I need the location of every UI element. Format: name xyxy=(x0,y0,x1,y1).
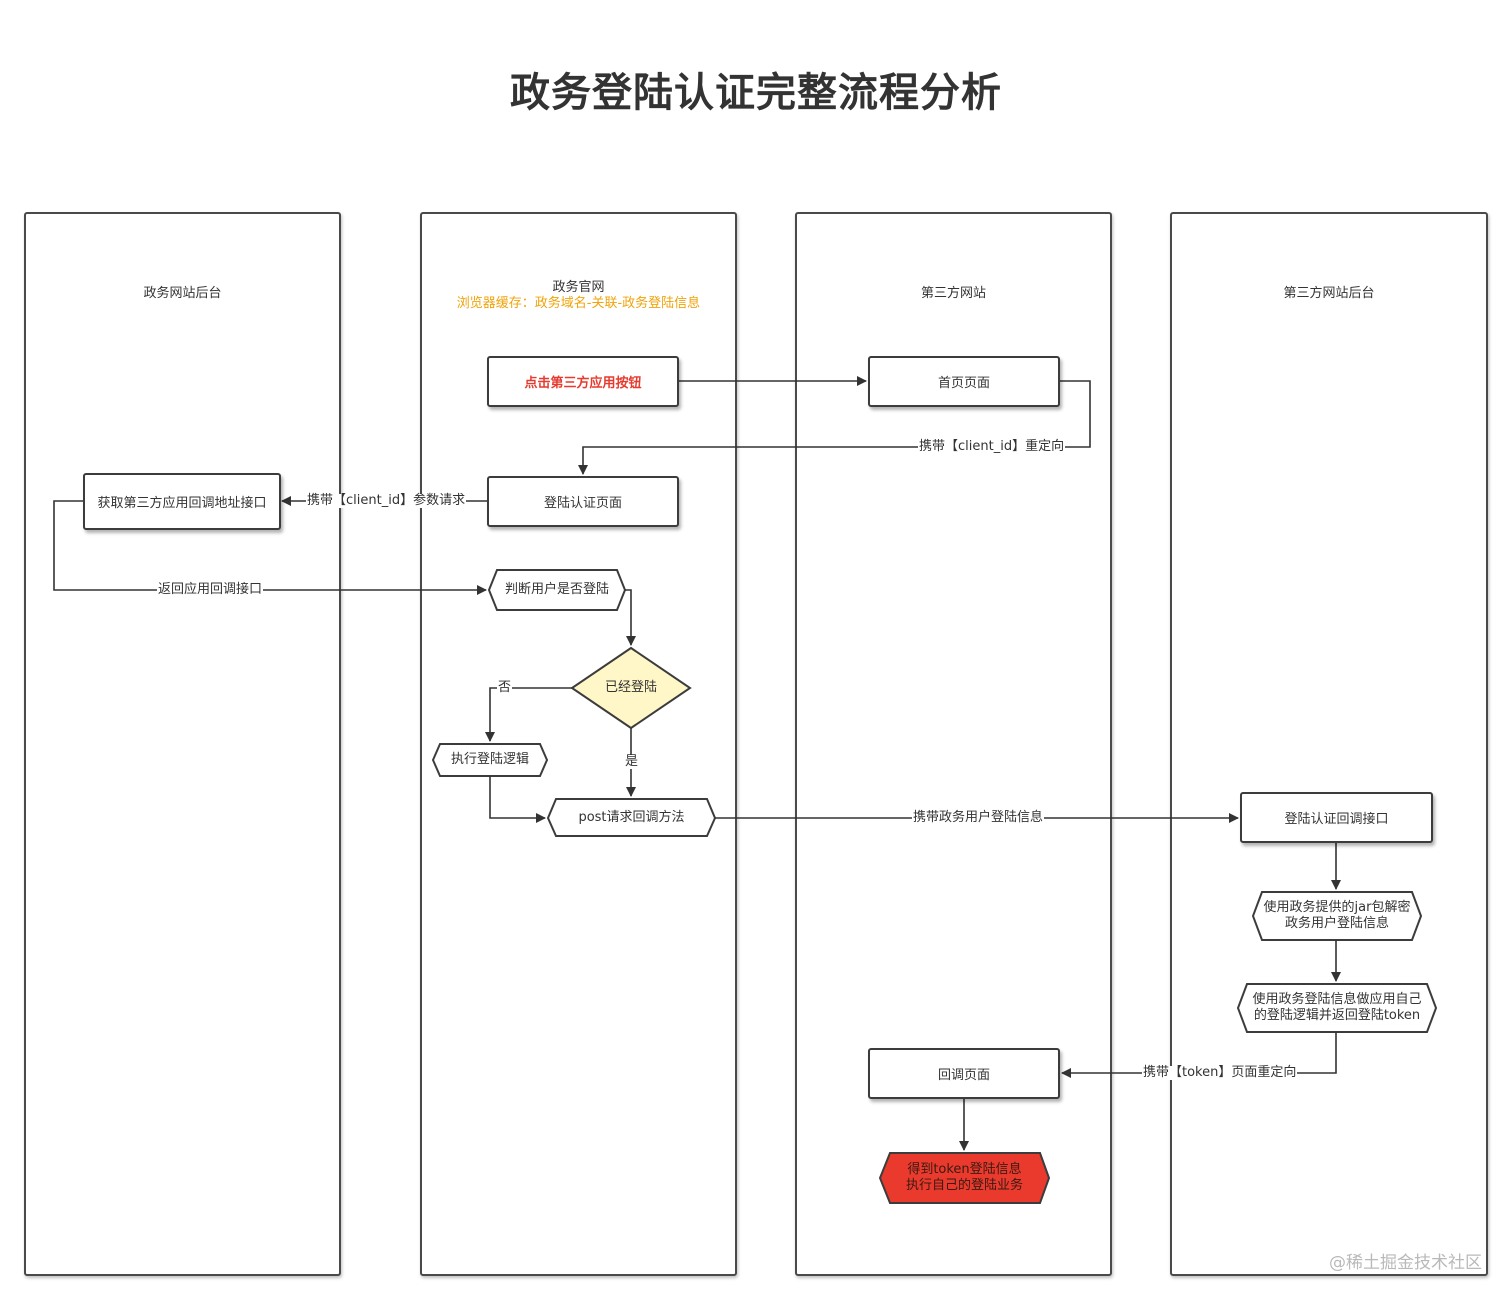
lane-title: 政务网站后台 xyxy=(143,286,222,301)
lane-title: 政务官网 xyxy=(552,280,605,295)
lane-third-party-backend: 第三方网站后台 xyxy=(1170,212,1488,1276)
check-user-login-shape xyxy=(487,569,627,611)
lane-title: 第三方网站后台 xyxy=(1283,286,1375,301)
edge-label-redirect-client-id: 携带【client_id】重定向 xyxy=(918,439,1066,454)
click-third-party-button-node: 点击第三方应用按钮 xyxy=(487,356,679,407)
edge-decision-no xyxy=(485,687,572,742)
edge-home-to-login-auth xyxy=(578,380,1091,475)
watermark: @稀土掘金技术社区 xyxy=(1329,1253,1482,1273)
login-callback-api-node: 登陆认证回调接口 xyxy=(1240,792,1433,843)
edge-label-param-request: 携带【client_id】参数请求 xyxy=(306,493,467,508)
decrypt-shape xyxy=(1251,891,1423,941)
home-page-node: 首页页面 xyxy=(868,356,1060,407)
final-business-shape xyxy=(878,1152,1051,1204)
edge-exec-to-post xyxy=(489,776,546,823)
own-logic-shape xyxy=(1236,983,1438,1033)
callback-page-node: 回调页面 xyxy=(868,1048,1060,1099)
edge-label-token-redirect: 携带【token】页面重定向 xyxy=(1142,1065,1298,1080)
post-callback-shape xyxy=(546,798,717,837)
login-auth-page-node: 登陆认证页面 xyxy=(487,476,679,527)
edge-label-no: 否 xyxy=(497,680,513,695)
edge-api-to-check xyxy=(53,500,487,595)
edge-label-carry-user-info: 携带政务用户登陆信息 xyxy=(912,810,1045,825)
edge-label-return-callback: 返回应用回调接口 xyxy=(157,582,264,597)
edge-check-to-decision xyxy=(625,589,636,646)
edge-label-yes: 是 xyxy=(624,754,640,769)
exec-login-logic-shape xyxy=(431,743,549,777)
lane-subtitle: 浏览器缓存：政务域名-关联-政务登陆信息 xyxy=(456,296,701,311)
diagram-title: 政务登陆认证完整流程分析 xyxy=(510,70,1002,116)
lane-title: 第三方网站 xyxy=(920,286,986,301)
lane-gov-backend: 政务网站后台 xyxy=(24,212,341,1276)
already-logged-in-decision xyxy=(570,646,692,730)
get-callback-api-node: 获取第三方应用回调地址接口 xyxy=(83,473,281,530)
